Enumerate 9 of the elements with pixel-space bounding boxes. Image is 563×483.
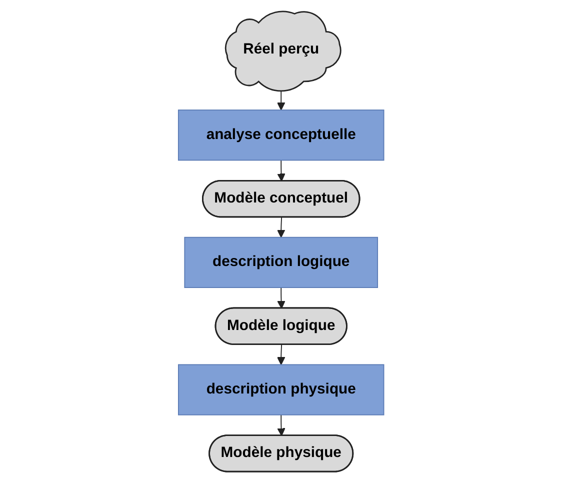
arrow — [277, 344, 286, 366]
arrow — [278, 160, 286, 182]
arrow — [277, 216, 286, 238]
node-box: description physique — [178, 364, 385, 416]
arrow — [278, 287, 286, 309]
arrow — [278, 414, 286, 436]
node-box: analyse conceptuelle — [178, 110, 385, 161]
arrow — [277, 89, 286, 110]
node-box: description logique — [184, 236, 378, 288]
